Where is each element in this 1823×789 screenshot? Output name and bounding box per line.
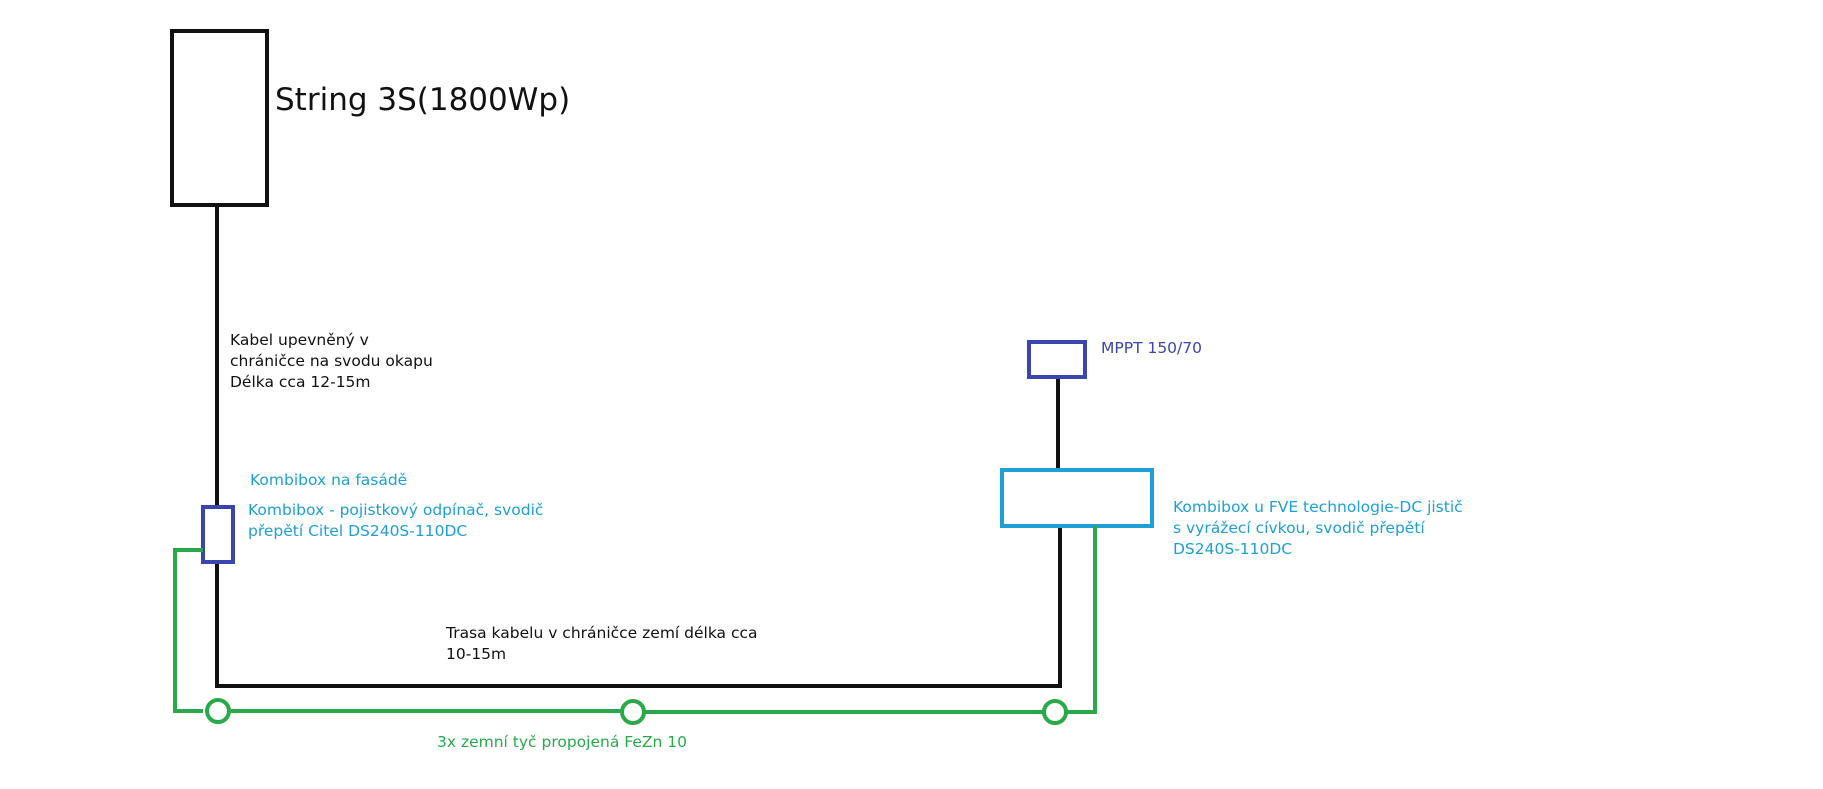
ground-rod-1 bbox=[205, 698, 231, 724]
grounding-label: 3x zemní tyč propojená FeZn 10 bbox=[437, 733, 687, 751]
ground-route-line-2-text: 10-15m bbox=[446, 645, 507, 663]
combibox-fve-box bbox=[1000, 468, 1154, 528]
string-title: String 3S(1800Wp) bbox=[275, 82, 571, 118]
mppt-label: MPPT 150/70 bbox=[1101, 339, 1202, 357]
facade-cable-line-2-text: chráničce na svodu okapu bbox=[230, 352, 433, 370]
mppt-box bbox=[1027, 340, 1087, 379]
facade-cable-label: Kabel upevněný v chráničce na svodu okap… bbox=[230, 330, 433, 393]
string-panel-box bbox=[170, 29, 269, 207]
combibox-fve-line-2-text: s vyrážecí cívkou, svodič přepětí bbox=[1173, 519, 1425, 537]
combibox-fve-line-1-text: Kombibox u FVE technologie-DC jistič bbox=[1173, 498, 1463, 516]
combibox-fve-description: Kombibox u FVE technologie-DC jistič s v… bbox=[1173, 497, 1463, 560]
grounding-right-line bbox=[1067, 526, 1097, 714]
ground-rod-2 bbox=[620, 699, 646, 725]
ground-route-line-1-text: Trasa kabelu v chráničce zemí délka cca bbox=[446, 624, 758, 642]
facade-cable-line-3-text: Délka cca 12-15m bbox=[230, 373, 371, 391]
combibox-facade-line-1-text: Kombibox - pojistkový odpínač, svodič bbox=[248, 501, 544, 519]
ground-rod-3 bbox=[1042, 699, 1068, 725]
combibox-fve-line-3-text: DS240S-110DC bbox=[1173, 540, 1293, 558]
combibox-facade-box bbox=[201, 505, 235, 564]
ground-route-label: Trasa kabelu v chráničce zemí délka cca … bbox=[446, 623, 758, 665]
facade-cable-line-1-text: Kabel upevněný v bbox=[230, 331, 369, 349]
grounding-left-line bbox=[173, 548, 203, 713]
combibox-facade-description: Kombibox - pojistkový odpínač, svodič př… bbox=[248, 500, 543, 542]
combibox-facade-heading: Kombibox na fasádě bbox=[250, 471, 408, 489]
combibox-facade-line-2-text: přepětí Citel DS240S-110DC bbox=[248, 522, 468, 540]
